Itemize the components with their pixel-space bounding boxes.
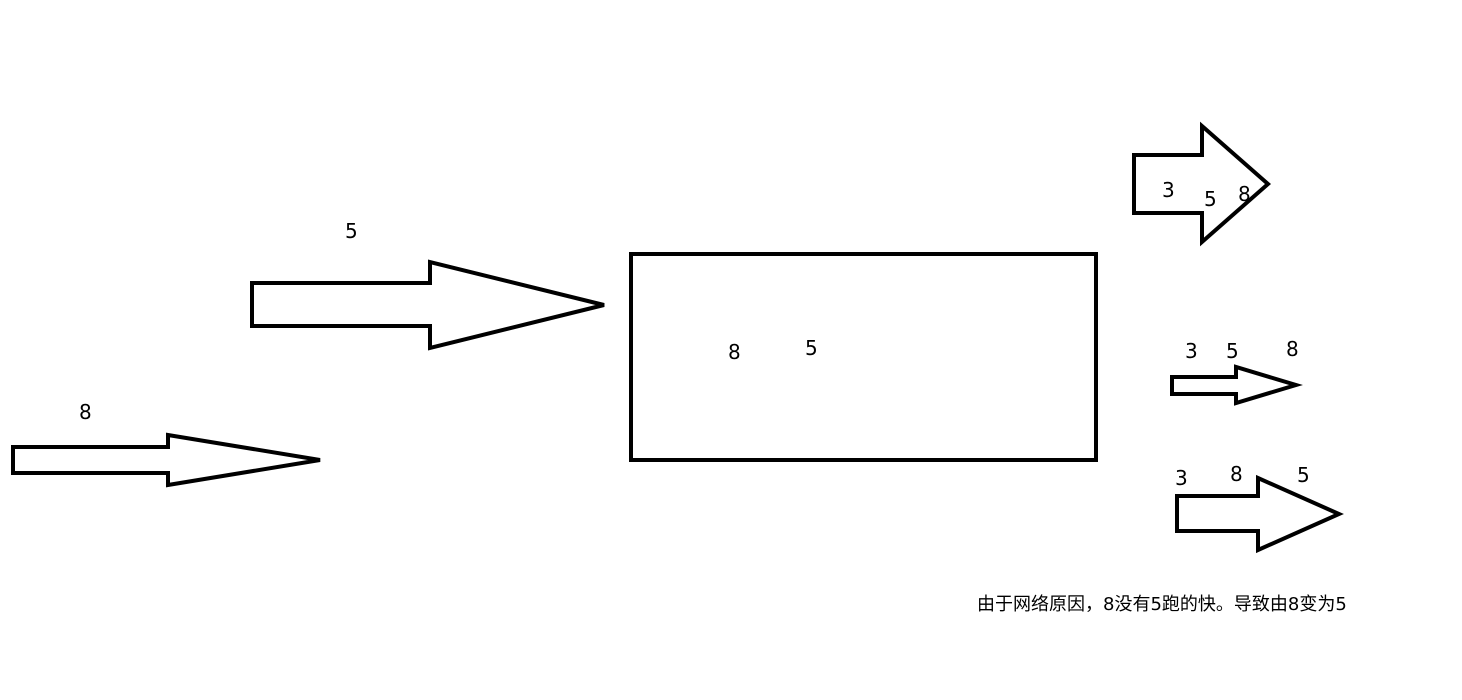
arrow-label: 5 [1297, 463, 1310, 487]
network-box: 8 5 [629, 252, 1098, 462]
arrow-label: 8 [1286, 337, 1299, 361]
arrow-label: 8 [1230, 462, 1243, 486]
arrow-shape [11, 432, 321, 488]
box-label: 8 [728, 340, 741, 364]
arrow-label: 3 [1175, 466, 1188, 490]
output-arrow-2: 3 5 8 [1170, 337, 1303, 406]
box-label: 5 [805, 336, 818, 360]
arrow-shape [1175, 474, 1344, 554]
caption-text: 由于网络原因，8没有5跑的快。导致由8变为5 [977, 594, 1347, 615]
arrow-label: 8 [1238, 182, 1251, 206]
arrow-shape [1132, 121, 1272, 247]
output-arrow-3: 3 8 5 [1175, 462, 1344, 554]
arrow-label: 5 [345, 219, 358, 243]
arrow-label: 8 [79, 400, 92, 424]
input-arrow-5: 5 [250, 219, 605, 351]
input-arrow-8: 8 [11, 400, 321, 488]
arrow-label: 3 [1162, 178, 1175, 202]
box-rect [629, 252, 1098, 462]
arrow-label: 5 [1204, 187, 1217, 211]
arrow-label: 5 [1226, 339, 1239, 363]
arrow-shape [250, 259, 605, 351]
output-arrow-1: 3 5 8 [1132, 121, 1272, 247]
arrow-label: 3 [1185, 339, 1198, 363]
arrow-shape [1170, 364, 1303, 406]
